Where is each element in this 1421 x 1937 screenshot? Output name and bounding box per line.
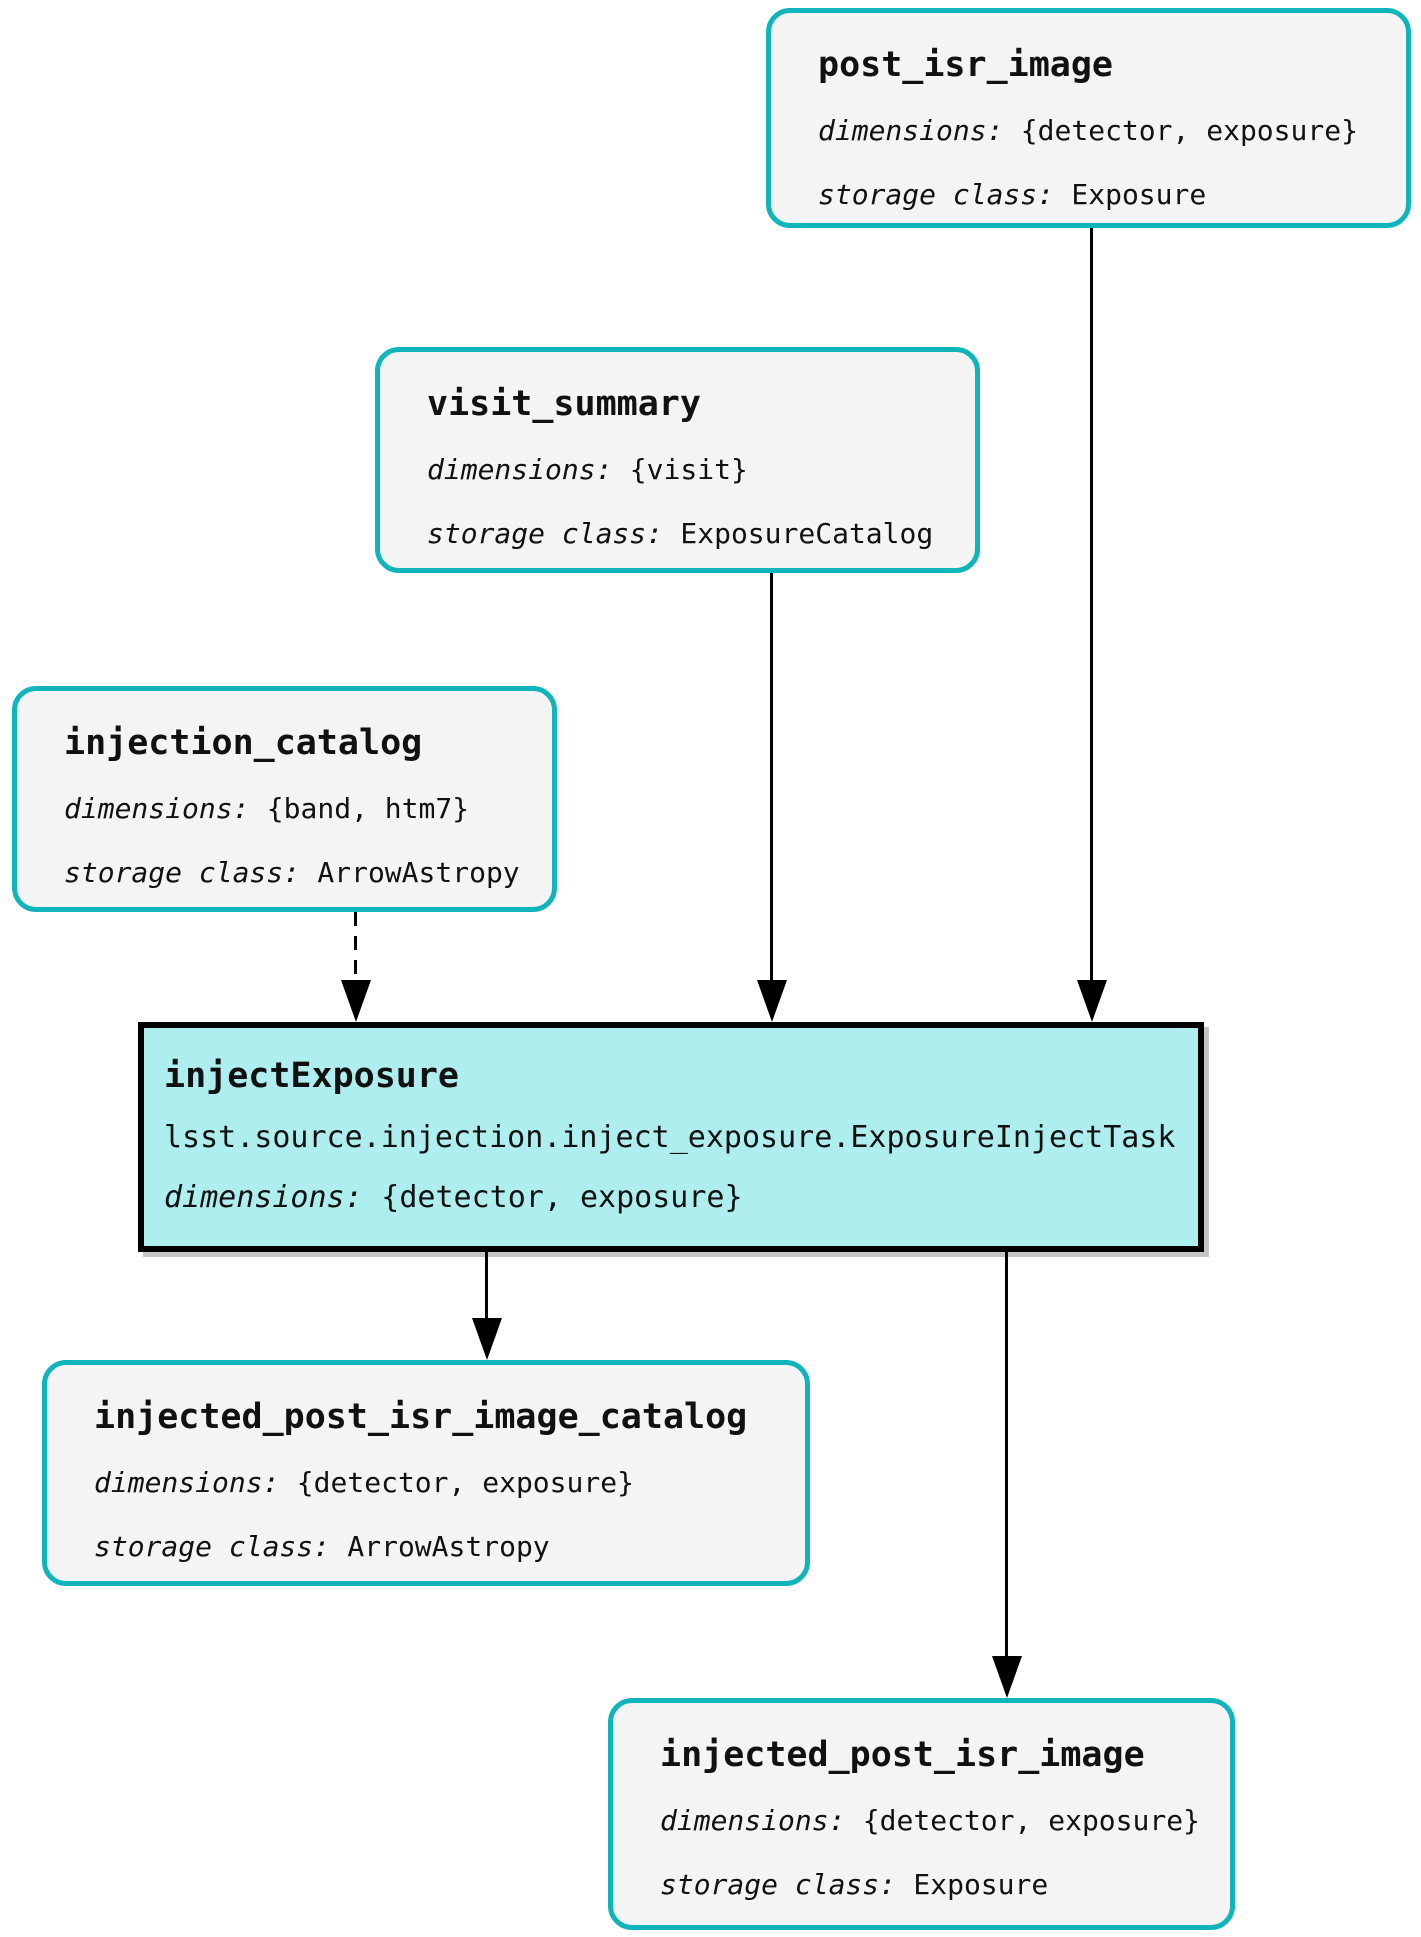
edge-post-isr-image-to-inject-exposure	[1090, 228, 1093, 982]
node-storage-class: storage class: ExposureCatalog	[427, 514, 955, 554]
arrowhead-icon	[757, 980, 787, 1022]
node-inject-exposure-task: injectExposure lsst.source.injection.inj…	[138, 1022, 1204, 1252]
storage-class-value: ArrowAstropy	[317, 856, 520, 889]
dimensions-label: dimensions:	[94, 1466, 280, 1499]
node-dimensions: dimensions: {detector, exposure}	[94, 1463, 785, 1503]
node-dimensions: dimensions: {band, htm7}	[64, 789, 532, 829]
node-title: visit_summary	[427, 384, 701, 424]
dimensions-value: {visit}	[629, 453, 748, 486]
dimensions-value: {detector, exposure}	[1020, 114, 1358, 147]
dimensions-value: {detector, exposure}	[296, 1466, 634, 1499]
dimensions-label: dimensions:	[427, 453, 613, 486]
node-visit-summary: visit_summary dimensions: {visit} storage…	[375, 347, 980, 573]
node-injected-post-isr-image-catalog: injected_post_isr_image_catalog dimensio…	[42, 1360, 810, 1586]
storage-class-label: storage class:	[94, 1530, 331, 1563]
storage-class-label: storage class:	[660, 1868, 897, 1901]
arrowhead-icon	[472, 1318, 502, 1360]
node-storage-class: storage class: Exposure	[660, 1865, 1210, 1905]
arrowhead-icon	[341, 980, 371, 1022]
task-class-path: lsst.source.injection.inject_exposure.Ex…	[164, 1120, 1176, 1155]
node-title: injectExposure	[164, 1056, 460, 1096]
dimensions-label: dimensions:	[64, 792, 250, 825]
node-post-isr-image: post_isr_image dimensions: {detector, exp…	[766, 8, 1411, 228]
node-injected-post-isr-image: injected_post_isr_image dimensions: {dete…	[608, 1698, 1235, 1930]
edge-inject-exposure-to-injected-post-isr-image-catalog	[485, 1252, 488, 1320]
node-title: injection_catalog	[64, 723, 423, 763]
node-storage-class: storage class: ArrowAstropy	[94, 1527, 785, 1567]
node-storage-class: storage class: Exposure	[818, 175, 1386, 215]
node-title: injected_post_isr_image_catalog	[94, 1397, 748, 1437]
arrowhead-icon	[1077, 980, 1107, 1022]
arrowhead-icon	[992, 1656, 1022, 1698]
node-dimensions: dimensions: {detector, exposure}	[164, 1178, 1182, 1218]
node-dimensions: dimensions: {detector, exposure}	[818, 111, 1386, 151]
node-title: injected_post_isr_image	[660, 1735, 1145, 1775]
dimensions-value: {detector, exposure}	[381, 1180, 743, 1215]
storage-class-value: Exposure	[1071, 178, 1207, 211]
storage-class-value: Exposure	[913, 1868, 1049, 1901]
node-title: post_isr_image	[818, 45, 1114, 85]
node-injection-catalog: injection_catalog dimensions: {band, htm7…	[12, 686, 557, 912]
dimensions-label: dimensions:	[164, 1180, 363, 1215]
dimensions-value: {detector, exposure}	[862, 1804, 1200, 1837]
storage-class-label: storage class:	[64, 856, 301, 889]
edge-injection-catalog-to-inject-exposure	[354, 912, 357, 982]
node-dimensions: dimensions: {detector, exposure}	[660, 1801, 1210, 1841]
storage-class-value: ExposureCatalog	[680, 517, 934, 550]
storage-class-label: storage class:	[427, 517, 664, 550]
dimensions-label: dimensions:	[818, 114, 1004, 147]
node-storage-class: storage class: ArrowAstropy	[64, 853, 532, 893]
dimensions-label: dimensions:	[660, 1804, 846, 1837]
storage-class-label: storage class:	[818, 178, 1055, 211]
node-dimensions: dimensions: {visit}	[427, 450, 955, 490]
storage-class-value: ArrowAstropy	[347, 1530, 550, 1563]
edge-visit-summary-to-inject-exposure	[770, 573, 773, 982]
edge-inject-exposure-to-injected-post-isr-image	[1005, 1252, 1008, 1658]
dimensions-value: {band, htm7}	[266, 792, 470, 825]
